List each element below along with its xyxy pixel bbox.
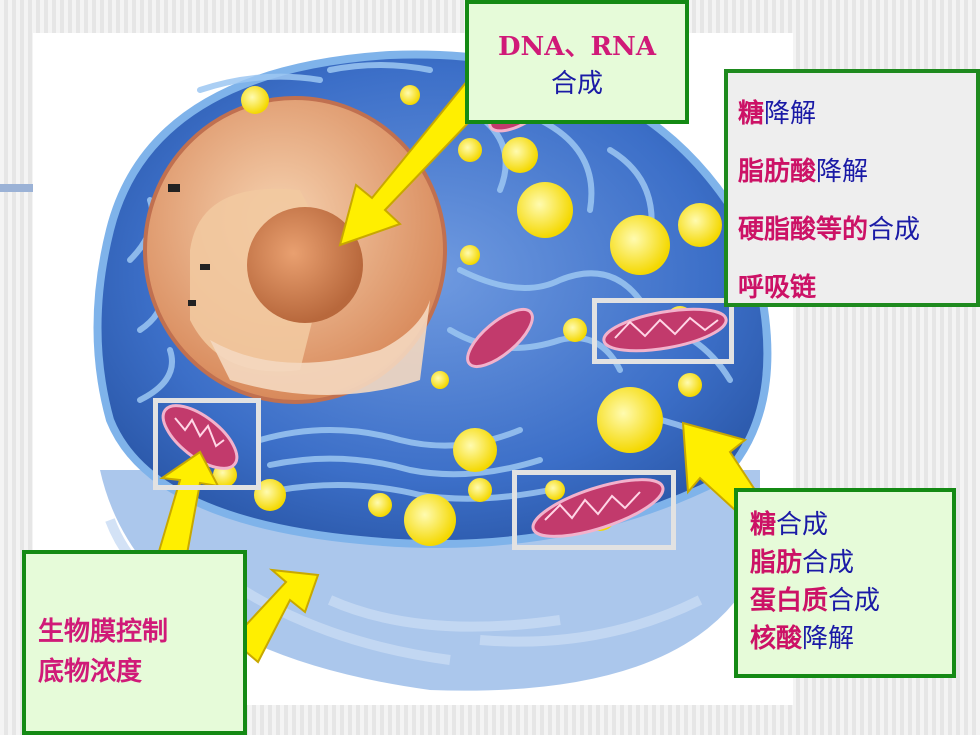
nucleus-label-box: DNA、RNA 合成 — [465, 0, 689, 124]
cyto-item: 蛋白质合成 — [750, 586, 881, 616]
nuclear-pores — [168, 184, 210, 306]
mitochondria-cristae — [174, 316, 719, 521]
cytoplasm-label-box: 糖合成 脂肪合成 蛋白质合成 核酸降解 — [734, 488, 956, 678]
mito-item: 呼吸链 — [738, 273, 817, 303]
nucleus-label-line1: DNA、RNA — [497, 32, 657, 62]
mitochondrion-highlight-bottom — [512, 470, 676, 550]
nucleus-label-line2: 合成 — [550, 69, 603, 99]
mitochondria-label-box: 糖降解 脂肪酸降解 硬脂酸等的合成 呼吸链 — [724, 69, 980, 307]
cyto-item: 糖合成 — [750, 510, 829, 540]
membrane-label-line2: 底物浓度 — [38, 657, 143, 687]
mito-item: 糖降解 — [738, 99, 817, 129]
membrane-label-box: 生物膜控制 底物浓度 — [22, 550, 247, 735]
mito-item: 脂肪酸降解 — [738, 157, 869, 187]
mitochondrion-highlight-left — [153, 398, 261, 490]
cyto-item: 脂肪合成 — [750, 548, 855, 578]
nucleolus — [247, 207, 363, 323]
arrow-to-membrane — [230, 568, 320, 664]
slide-accent-bar — [0, 184, 34, 192]
cyto-item: 核酸降解 — [750, 624, 855, 654]
mito-item: 硬脂酸等的合成 — [738, 215, 921, 245]
chromatin-region — [210, 300, 430, 395]
membrane-label-line1: 生物膜控制 — [38, 617, 169, 647]
mitochondrion-highlight-right — [592, 298, 734, 364]
